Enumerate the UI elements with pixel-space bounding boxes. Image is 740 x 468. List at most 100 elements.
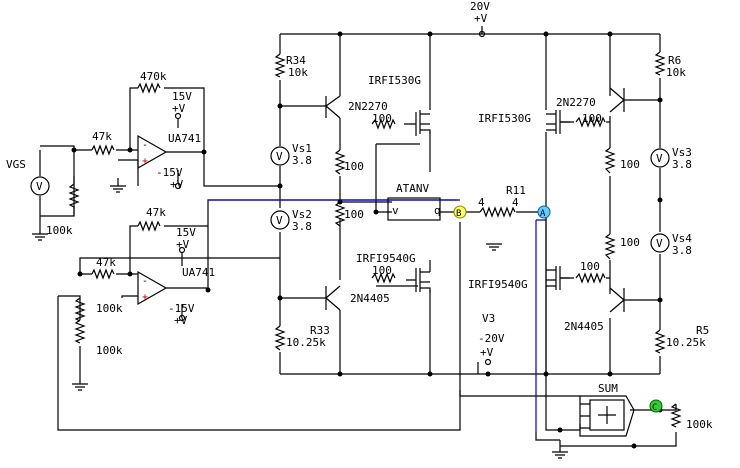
sum-block [579, 395, 635, 437]
r47k-c-label: 47k [96, 256, 116, 269]
r100-left-3: 100 [372, 112, 392, 125]
voltage-source-vs2: V [270, 210, 290, 230]
r100-left-1: 100 [344, 160, 364, 173]
node-a-label: A [540, 209, 546, 219]
svg-text:V: V [656, 237, 663, 250]
resistors [40, 51, 682, 428]
vgs-resistor-label: 100k [46, 224, 73, 237]
r33-name: R33 [310, 324, 330, 337]
p15b-label: 15V [176, 226, 196, 239]
r100-left-2: 100 [344, 208, 364, 221]
r100-right-1: 100 [620, 158, 640, 171]
p15a-plus: +V [172, 102, 186, 115]
r6-name: R6 [668, 54, 681, 67]
opamp2-label: UA741 [182, 266, 215, 279]
r47k-b-label: 47k [146, 206, 166, 219]
r11-value-2: 4 [512, 196, 519, 209]
top-supply-label: 20V [470, 0, 490, 13]
voltage-source-vgs: V [30, 176, 50, 196]
r470k-label: 470k [140, 70, 167, 83]
r100k-div2-label: 100k [96, 344, 123, 357]
v3-name: V3 [482, 312, 495, 325]
svg-text:V: V [276, 214, 283, 227]
r5-value: 10.25k [666, 336, 706, 349]
node-b-marker [453, 205, 467, 219]
vs3-name: Vs3 [672, 146, 692, 159]
atanv-block [387, 197, 441, 221]
vs1-value: 3.8 [292, 154, 312, 167]
vs2-value: 3.8 [292, 220, 312, 233]
opamp1-label: UA741 [168, 132, 201, 145]
irfi530-left-label: IRFI530G [368, 74, 421, 87]
r100k-div1-label: 100k [96, 302, 123, 315]
irfi9540-right-label: IRFI9540G [468, 278, 528, 291]
node-markers [453, 205, 663, 413]
vs2-name: Vs2 [292, 208, 312, 221]
mosfet-irfi530-right [546, 110, 570, 134]
svg-text:V: V [276, 150, 283, 163]
svg-text:V: V [36, 180, 43, 193]
v3-plus: +V [480, 346, 494, 359]
svg-text:-: - [142, 276, 148, 287]
mosfet-irfi530-left [404, 110, 431, 136]
r33-value: 10.25k [286, 336, 326, 349]
bjt-2n2270-right [609, 87, 625, 113]
q-2n2270-right-label: 2N2270 [556, 96, 596, 109]
r34-name: R34 [286, 54, 306, 67]
svg-text:+: + [142, 292, 148, 303]
p15b-plus: +V [176, 238, 190, 251]
voltage-source-vs4: V [650, 233, 670, 253]
p15a-label: 15V [172, 90, 192, 103]
v3-value: -20V [478, 332, 505, 345]
bjt-2n4405-left [325, 285, 341, 311]
vgs-label: VGS [6, 158, 26, 171]
vs4-name: Vs4 [672, 232, 692, 245]
r100-left-4: 100 [372, 264, 392, 277]
r100-right-4: 100 [580, 260, 600, 273]
svg-text:V: V [656, 152, 663, 165]
vs3-value: 3.8 [672, 158, 692, 171]
r34-value: 10k [288, 66, 308, 79]
r47k-a-label: 47k [92, 130, 112, 143]
r6-value: 10k [666, 66, 686, 79]
vs4-value: 3.8 [672, 244, 692, 257]
m15a-plus: +V [170, 178, 184, 191]
blue-wire-net [208, 199, 546, 432]
voltage-source-vs1: V [270, 146, 290, 166]
r100-right-2: 100 [620, 236, 640, 249]
top-supply-plus: +V [474, 12, 488, 25]
node-c-marker [649, 399, 663, 413]
svg-text:+: + [142, 156, 148, 167]
voltage-source-vs3: V [650, 148, 670, 168]
q-2n4405-right-label: 2N4405 [564, 320, 604, 333]
bjt-2n4405-right [609, 287, 625, 313]
r11-value-1: 4 [478, 196, 485, 209]
m15a-label: -15V [156, 166, 183, 179]
mosfet-irfi9540-right [546, 266, 570, 290]
m15b-plus: +V [174, 314, 188, 327]
junction-dots [71, 31, 663, 449]
ground-symbols [32, 178, 568, 459]
node-b-label: B [456, 209, 461, 219]
opamp-ua741-2: - + [137, 270, 208, 306]
bjt-2n2270-left [325, 95, 341, 119]
irfi9540-left-label: IRFI9540G [356, 252, 416, 265]
node-c-label: C [652, 403, 657, 413]
r100-right-3: 100 [582, 112, 602, 125]
sum-label: SUM [598, 382, 618, 395]
r5-name: R5 [696, 324, 709, 337]
opamp-ua741-1: - + [137, 134, 204, 170]
q-2n2270-left-label: 2N2270 [348, 100, 388, 113]
irfi530-right-label: IRFI530G [478, 112, 531, 125]
component-labels: 20V +V VGS 100k 470k 47k 47k 47k UA741 U… [6, 0, 713, 431]
vs1-name: Vs1 [292, 142, 312, 155]
m15b-label: -15V [168, 302, 195, 315]
supply-taps [174, 26, 492, 366]
atanv-label: ATANV [396, 182, 429, 195]
mosfet-irfi9540-left [406, 260, 431, 292]
q-2n4405-left-label: 2N4405 [350, 292, 390, 305]
node-a-marker [537, 205, 551, 219]
svg-text:-: - [142, 140, 148, 151]
output-resistor-label: 100k [686, 418, 713, 431]
